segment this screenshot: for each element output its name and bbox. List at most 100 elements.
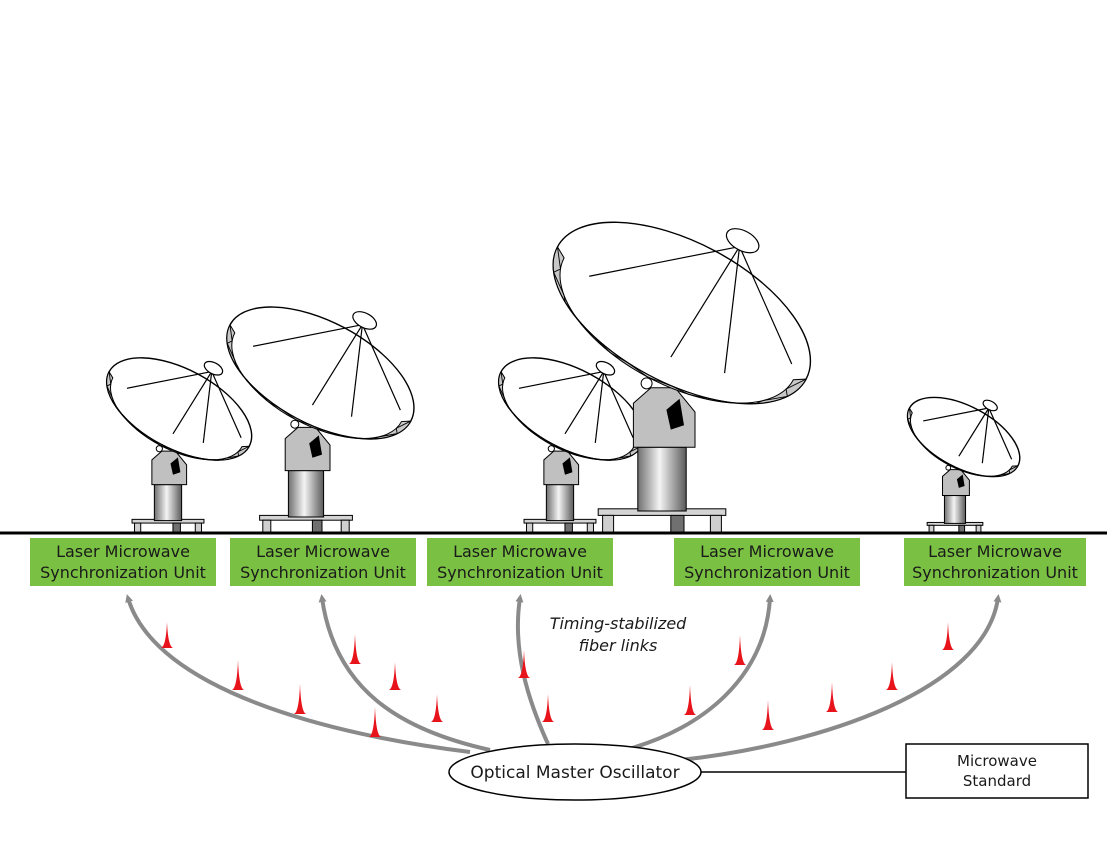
antenna-pillar [287, 470, 325, 518]
sync-unit-line1: Laser Microwave [928, 542, 1062, 561]
antenna-hinge [640, 377, 653, 390]
antenna-feed-leg [723, 246, 741, 374]
sync-unit-box [30, 538, 216, 586]
antenna-yoke-shadow [562, 457, 573, 475]
antenna-dish [906, 396, 1021, 478]
antenna-dish [552, 221, 812, 405]
sync-unit-3: Laser Microwave Synchronization Unit [427, 538, 613, 586]
sync-unit-box [230, 538, 416, 586]
antenna-feed-leg [518, 370, 604, 389]
antenna-yoke-shadow [956, 474, 965, 488]
antenna-yoke [151, 450, 188, 486]
fiber-link-1 [125, 594, 471, 754]
sync-unit-line2: Synchronization Unit [912, 563, 1078, 582]
antenna-dish-truss [498, 371, 642, 461]
fiber-links-label-line2: fiber links [579, 636, 658, 655]
antenna-feed-leg [211, 371, 242, 438]
antenna-base-leg [311, 519, 323, 534]
antenna-feed-leg [361, 324, 401, 411]
antenna-feed-leg [252, 324, 363, 347]
oscillator-label: Optical Master Oscillator [470, 763, 679, 783]
sync-unit-line2: Synchronization Unit [40, 563, 206, 582]
antenna-feed-leg [988, 407, 1013, 460]
pulse-7 [431, 694, 443, 722]
antenna-yoke [632, 387, 696, 448]
antenna-yoke-shadow [309, 435, 322, 458]
antenna-dish [105, 357, 253, 461]
antenna-dish-truss [106, 371, 250, 461]
pulse-15 [942, 622, 954, 650]
pulse-14 [886, 662, 898, 690]
sync-unit-line1: Laser Microwave [256, 542, 390, 561]
standard-line2: Standard [963, 772, 1031, 790]
antenna-pillar [943, 495, 967, 524]
antenna-subreflector [725, 228, 760, 254]
antenna-subreflector [595, 360, 616, 376]
antenna-feed-leg [126, 370, 212, 389]
sync-unit-line1: Laser Microwave [453, 542, 587, 561]
sync-unit-4: Laser Microwave Synchronization Unit [674, 538, 860, 586]
antenna-pillar [153, 484, 183, 522]
optical-master-oscillator: Optical Master Oscillator [448, 743, 702, 801]
pulse-10 [684, 685, 696, 715]
antenna-dish-truss [553, 246, 807, 405]
antenna-dish-truss [226, 324, 412, 440]
antenna-subreflector [982, 399, 998, 412]
antenna-feed-leg [958, 407, 990, 457]
sync-unit-line2: Synchronization Unit [684, 563, 850, 582]
sync-unit-line2: Synchronization Unit [437, 563, 603, 582]
antenna-feed-leg [923, 407, 989, 422]
antenna-base-leg [262, 519, 272, 534]
antenna-feed-leg [594, 371, 605, 443]
pulse-13 [826, 682, 838, 712]
antenna-feed-leg [603, 371, 634, 438]
fiber-link-5 [679, 594, 1002, 762]
pulse-9 [542, 694, 554, 722]
sync-unit-2: Laser Microwave Synchronization Unit [230, 538, 416, 586]
pulse-6 [389, 662, 401, 690]
antenna-feed-leg [350, 324, 364, 417]
sync-unit-box [427, 538, 613, 586]
pulse-1 [161, 622, 173, 648]
oscillator-ellipse [448, 743, 702, 801]
antenna-subreflector [203, 360, 224, 376]
antenna-feed-leg [739, 246, 793, 365]
antenna-group [105, 221, 1021, 534]
sync-unit-1: Laser Microwave Synchronization Unit [30, 538, 216, 586]
fiber-link-2 [318, 594, 491, 752]
antenna-hinge [155, 445, 163, 453]
pulse-5 [369, 707, 381, 737]
fiber-link-group [125, 594, 1002, 762]
antenna-yoke-shadow [666, 398, 684, 430]
antenna-pillar [545, 484, 575, 522]
pulse-3 [294, 684, 306, 714]
sync-unit-box [674, 538, 860, 586]
antenna-feed-leg [172, 371, 213, 435]
standard-box [905, 743, 1089, 799]
antenna-hinge [945, 464, 952, 471]
antenna-feed-leg [202, 371, 213, 443]
fiber-link-4 [631, 594, 774, 750]
fiber-links-label-line1: Timing-stabilized [550, 614, 687, 633]
pulse-8 [518, 650, 530, 678]
antenna-feed-leg [311, 324, 363, 406]
antenna-4 [552, 221, 812, 534]
antenna-dish [226, 306, 415, 440]
standard-line1: Microwave [957, 752, 1037, 770]
antenna-base-leg [340, 519, 350, 534]
antenna-yoke [942, 469, 970, 497]
pulse-12 [762, 700, 774, 730]
antenna-yoke [543, 450, 580, 486]
sync-unit-box [904, 538, 1086, 586]
antenna-feed-leg [981, 407, 990, 464]
sync-unit-5: Laser Microwave Synchronization Unit [904, 538, 1086, 586]
pulse-11 [734, 635, 746, 665]
antenna-feed-leg [670, 246, 741, 358]
antenna-dish-truss [907, 408, 1019, 477]
sync-unit-line2: Synchronization Unit [240, 563, 406, 582]
pulse-4 [349, 634, 361, 664]
antenna-yoke-shadow [170, 457, 181, 475]
antenna-pillar [637, 446, 687, 512]
pulse-2 [232, 660, 244, 690]
